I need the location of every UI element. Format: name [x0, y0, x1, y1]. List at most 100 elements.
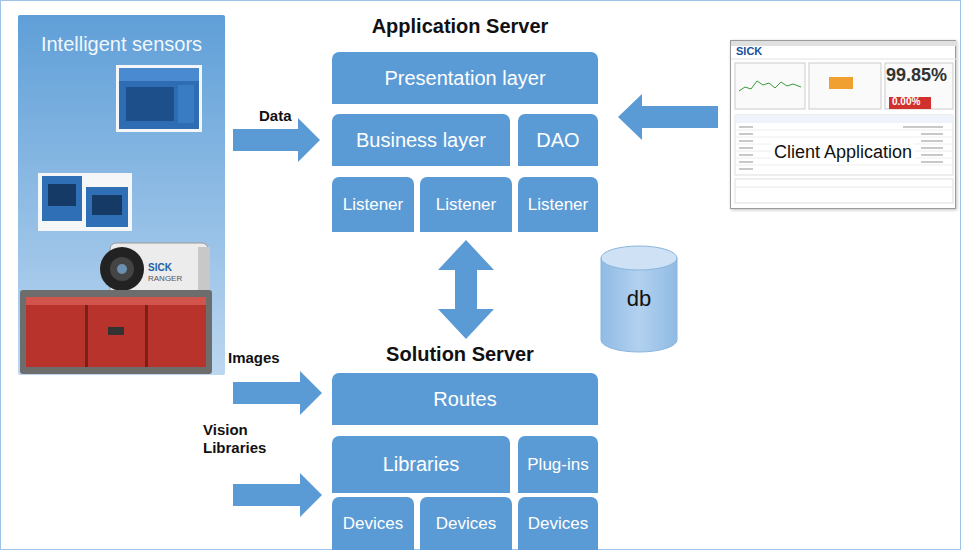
- g-shape: [739, 126, 943, 170]
- layer-box: Business layer: [332, 114, 510, 166]
- node-text: Devices: [528, 514, 588, 534]
- rect-shape: [735, 115, 953, 123]
- rect-shape: [119, 68, 199, 81]
- logo-text: SICK: [148, 262, 188, 274]
- rect-shape: [921, 140, 943, 142]
- logo-text: SICK: [736, 45, 776, 58]
- scanner-sensor: [116, 65, 202, 132]
- node-text: Presentation layer: [384, 67, 545, 90]
- node-text: Libraries: [383, 453, 460, 476]
- g-shape: [735, 130, 953, 165]
- sensor-panel: Intelligent sensors: [18, 15, 225, 375]
- node-text: Listener: [436, 195, 496, 215]
- rect-shape: [921, 161, 943, 163]
- rect-shape: [26, 297, 206, 367]
- node-text: Devices: [343, 514, 403, 534]
- rect-shape: [48, 184, 76, 206]
- circle-shape: [110, 257, 134, 281]
- device-box: Devices: [518, 497, 598, 550]
- small-sensors: [38, 173, 132, 231]
- line-shape: [735, 187, 953, 188]
- server-title: Solution Server: [360, 342, 560, 366]
- circle-shape: [100, 247, 144, 291]
- database-cylinder: db: [600, 245, 678, 353]
- camera-sensor: [100, 243, 210, 295]
- sensor-illustration: [18, 15, 225, 375]
- rect-shape: [92, 195, 122, 215]
- edge-label: Data: [259, 107, 292, 125]
- line-scan-device: [20, 290, 212, 374]
- node-text: Client Application: [771, 142, 915, 163]
- rect-shape: [20, 290, 212, 374]
- node-text: db: [627, 286, 651, 311]
- input-label: Images: [228, 349, 298, 367]
- rect-shape: [921, 133, 943, 135]
- rect-shape: [739, 126, 753, 128]
- rect-shape: [38, 173, 132, 231]
- rect-shape: [739, 140, 753, 142]
- line-shape: [735, 137, 953, 138]
- node-text: Plug-ins: [527, 455, 588, 475]
- rect-shape: [739, 168, 753, 170]
- rect-shape: [903, 126, 943, 128]
- rect-shape: [119, 68, 199, 129]
- path-shape: [601, 258, 677, 352]
- kpi-value: 99.85%: [886, 65, 952, 87]
- device-box: Devices: [420, 497, 512, 550]
- rect-shape: [735, 63, 805, 109]
- rect-shape: [198, 247, 210, 291]
- images-arrow: [233, 371, 322, 415]
- device-box: Devices: [332, 497, 414, 550]
- line-shape: [731, 59, 957, 60]
- rect-shape: [116, 65, 202, 132]
- plugin-box: Plug-ins: [518, 436, 598, 493]
- rect-shape: [85, 297, 88, 367]
- node-text: DAO: [536, 129, 579, 152]
- line-shape: [735, 130, 953, 131]
- rect-shape: [26, 297, 206, 305]
- rect-shape: [735, 179, 953, 203]
- rect-shape: [126, 87, 174, 121]
- rect-shape: [731, 41, 957, 46]
- rect-shape: [86, 187, 128, 227]
- routes-box: Routes: [332, 373, 598, 425]
- library-box: Libraries: [332, 436, 510, 493]
- rect-shape: [739, 161, 753, 163]
- kpi-value: 0.00%: [892, 96, 932, 108]
- rect-shape: [735, 115, 953, 175]
- node-text: Devices: [436, 514, 496, 534]
- server-title: Application Server: [330, 14, 590, 38]
- listener-box: Listener: [420, 177, 512, 232]
- listener-box: Listener: [332, 177, 414, 232]
- layer-box: Presentation layer: [332, 52, 598, 104]
- rect-shape: [739, 154, 753, 156]
- node-text: Listener: [343, 195, 403, 215]
- ellipse-shape: [601, 246, 677, 270]
- block-arrow: [618, 94, 718, 140]
- circle-shape: [117, 264, 127, 274]
- polyline-shape: [739, 81, 801, 91]
- vision-arrow: [233, 473, 322, 517]
- node-text: Listener: [528, 195, 588, 215]
- rect-shape: [145, 297, 148, 367]
- node-text: Intelligent sensors: [41, 33, 202, 56]
- rect-shape: [889, 97, 931, 109]
- rect-shape: [739, 147, 753, 149]
- block-arrow: [438, 240, 494, 339]
- rect-shape: [921, 147, 943, 149]
- rect-shape: [178, 85, 194, 123]
- listener-box: Listener: [518, 177, 598, 232]
- input-label: Vision Libraries: [203, 421, 283, 457]
- node-text: Business layer: [356, 129, 486, 152]
- node-text: Routes: [433, 388, 496, 411]
- rect-shape: [809, 63, 881, 109]
- rect-shape: [885, 63, 953, 109]
- model-text: RANGER: [148, 274, 188, 284]
- line-shape: [735, 165, 953, 166]
- rect-shape: [921, 154, 943, 156]
- layer-box: DAO: [518, 114, 598, 166]
- rect-shape: [42, 176, 82, 221]
- rect-shape: [108, 327, 124, 335]
